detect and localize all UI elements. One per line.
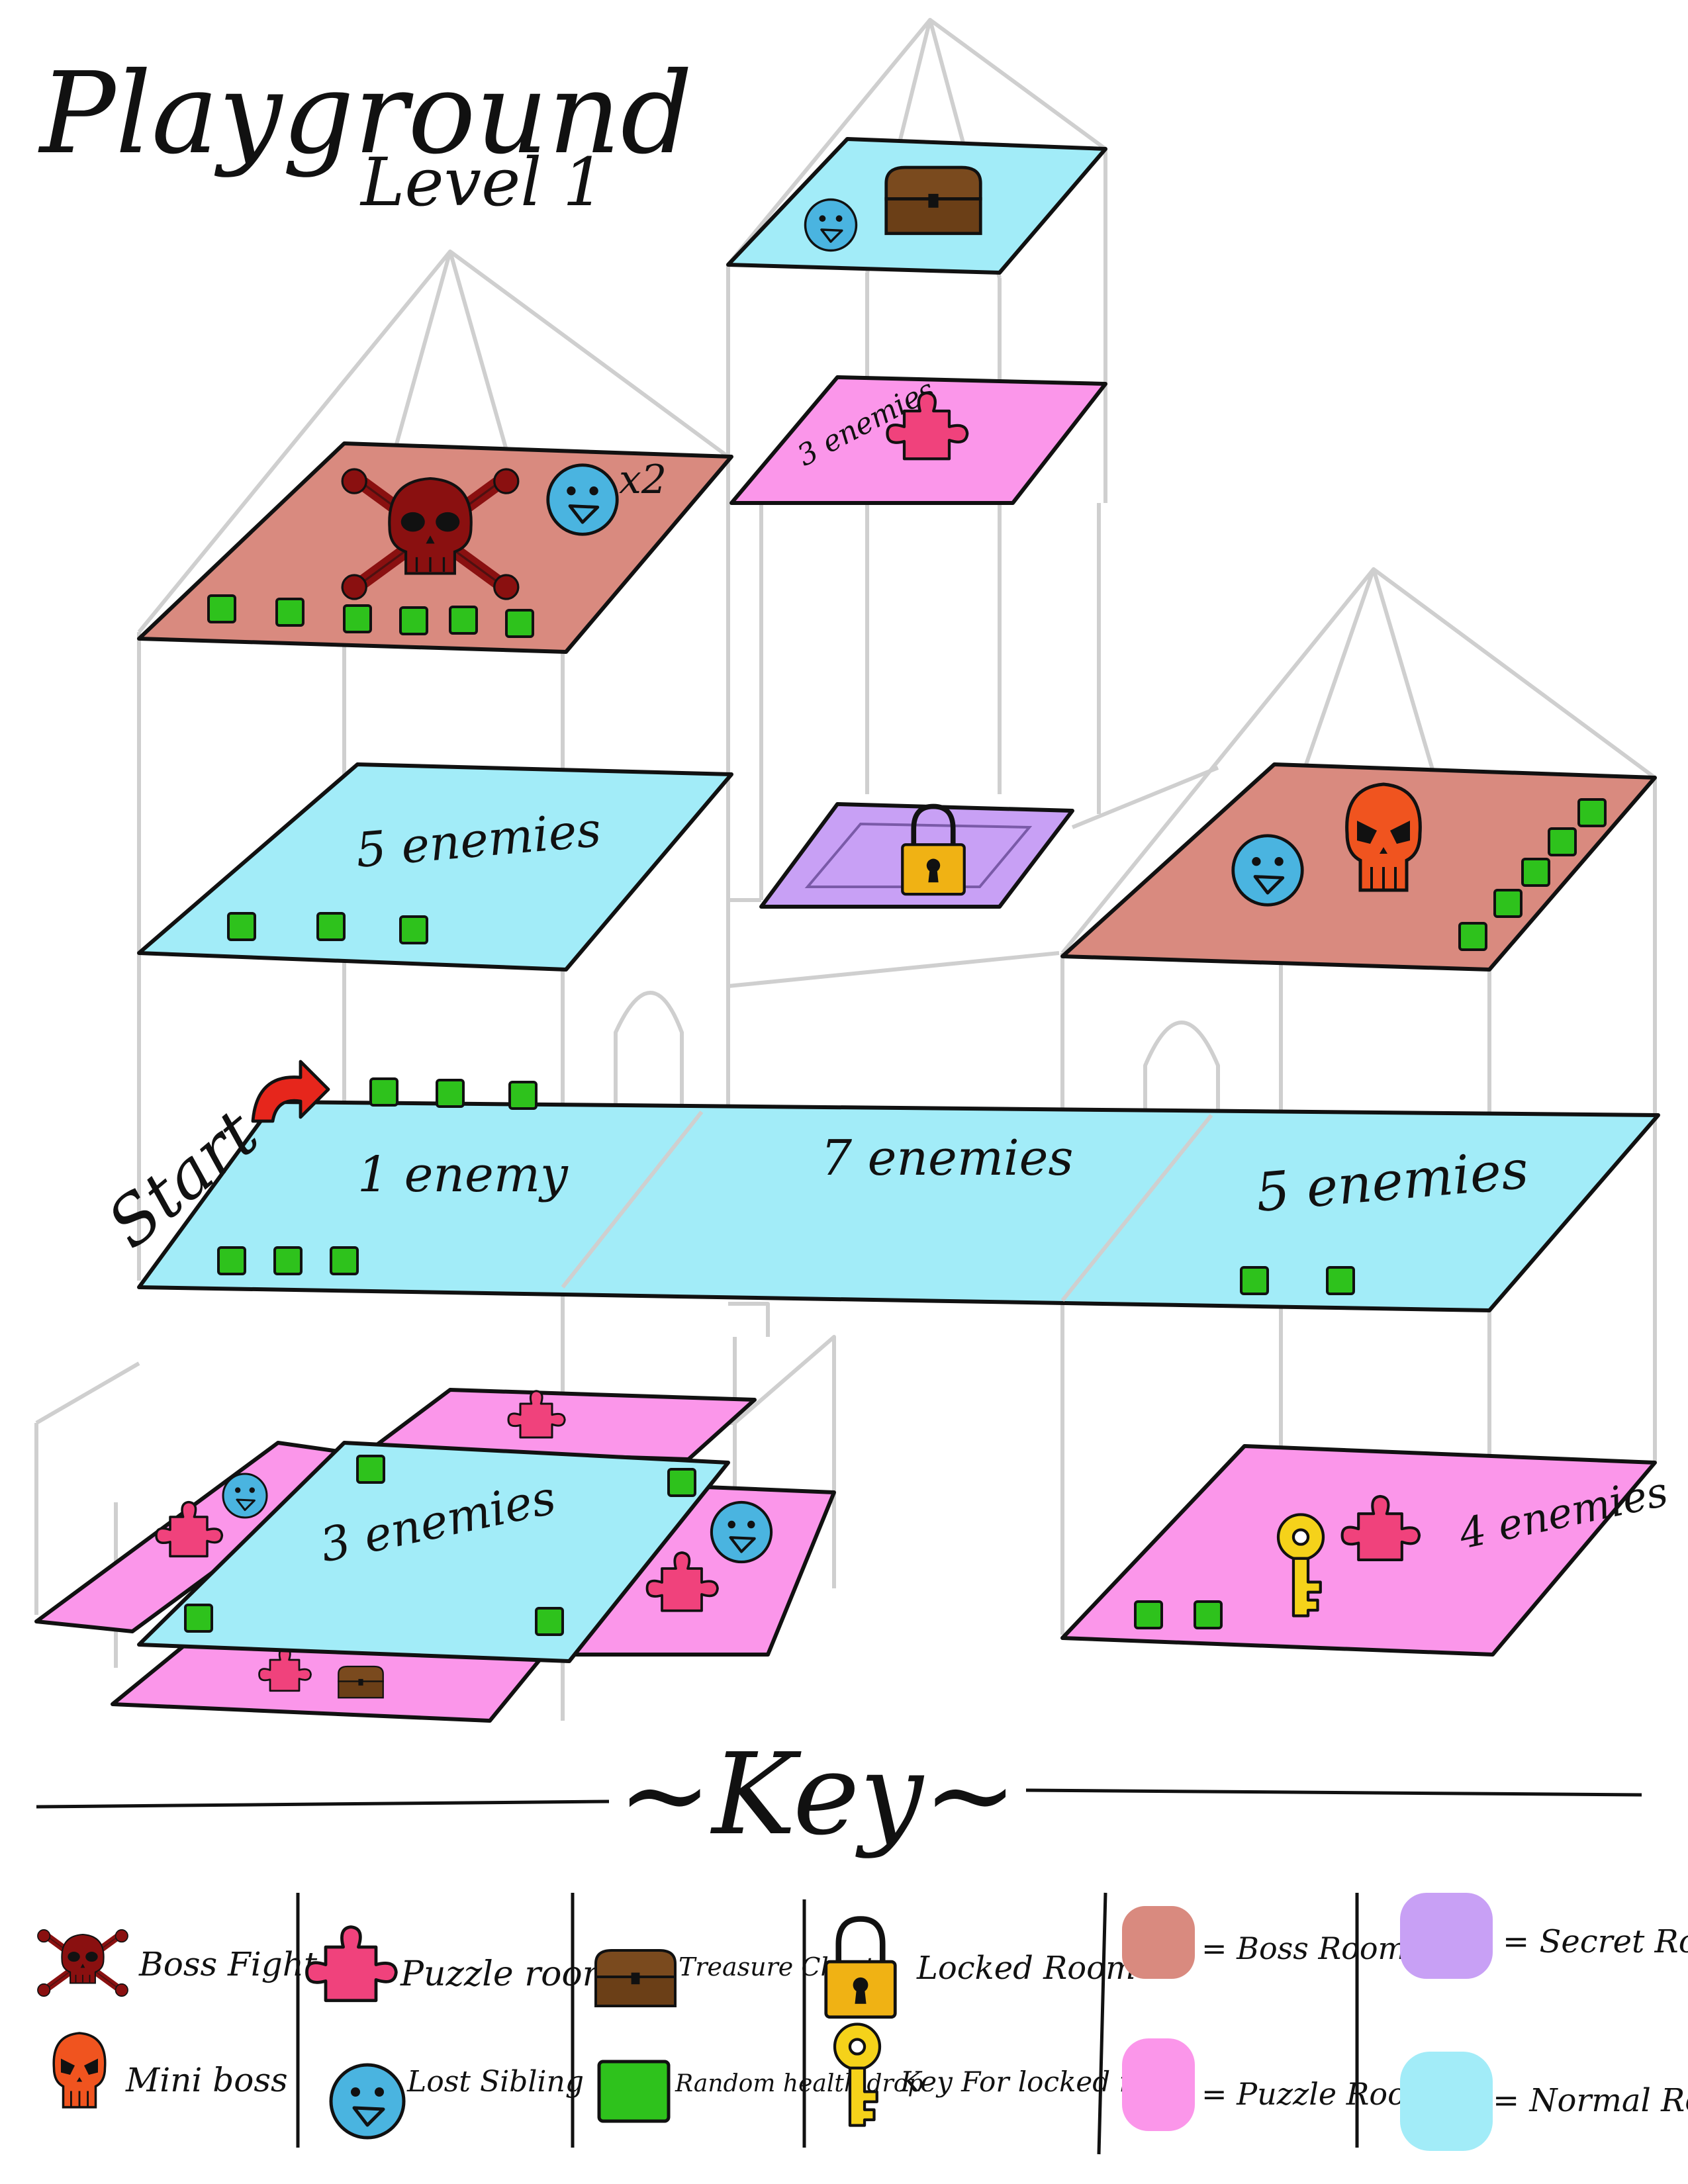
boss-room-multiplier: x2: [619, 457, 667, 503]
secret-room-swatch: [1400, 1893, 1493, 1979]
ground-floor-dividers: [561, 1111, 1213, 1302]
legend-boss-room: = Boss Room: [1201, 1931, 1407, 1966]
room-enemy-count: 7 enemies: [821, 1130, 1073, 1187]
key-divider-left: [36, 1799, 610, 1809]
lost-sibling-icon: [548, 465, 618, 535]
boss-skull-icon: [38, 1930, 128, 1996]
legend-lost-sibling: Lost Sibling: [406, 2065, 584, 2099]
treasure-chest-icon: [886, 167, 981, 234]
padlock-icon: [826, 1919, 896, 2017]
boss-room-swatch: [1122, 1906, 1195, 1979]
health-drop-icon: [597, 2060, 671, 2123]
key-divider-right: [1025, 1788, 1642, 1797]
legend-normal-room: = Normal Room: [1493, 2082, 1688, 2119]
legend: Boss Fight Mini boss Puzzle room Lost Si…: [38, 1892, 1688, 2155]
legend-random-health: Random health drop: [675, 2070, 923, 2097]
legend-boss-fight: Boss Fight: [138, 1945, 318, 1983]
normal-room-basement: [137, 1441, 730, 1663]
lost-sibling-icon: [222, 1473, 268, 1519]
legend-secret-room: = Secret Room: [1503, 1923, 1688, 1960]
legend-mini-boss: Mini boss: [125, 2061, 288, 2099]
page-title: Playground: [38, 48, 692, 179]
lost-sibling-icon: [1233, 836, 1303, 905]
ground-floor-room: [137, 1100, 1660, 1312]
lost-sibling-icon: [712, 1502, 771, 1562]
room-enemy-count: 1 enemy: [357, 1146, 569, 1203]
legend-puzzle-room: Puzzle room: [400, 1954, 615, 1994]
puzzle-piece-icon: [307, 1927, 397, 2001]
normal-room-five-enemies: [137, 762, 733, 972]
page-subtitle: Level 1: [359, 144, 605, 221]
legend-locked-room: Locked Room: [916, 1950, 1136, 1987]
lost-sibling-icon: [804, 198, 858, 252]
mini-boss-skull-icon: [52, 2032, 107, 2109]
treasure-chest-icon: [596, 1950, 675, 2006]
lost-sibling-icon: [331, 2065, 404, 2138]
key-heading: ~Key~: [618, 1729, 1017, 1860]
legend-puzzle-room-color: = Puzzle Room: [1201, 2076, 1434, 2112]
puzzle-room-swatch: [1122, 2038, 1195, 2131]
treasure-chest-icon: [338, 1665, 384, 1699]
normal-room-swatch: [1400, 2052, 1493, 2151]
